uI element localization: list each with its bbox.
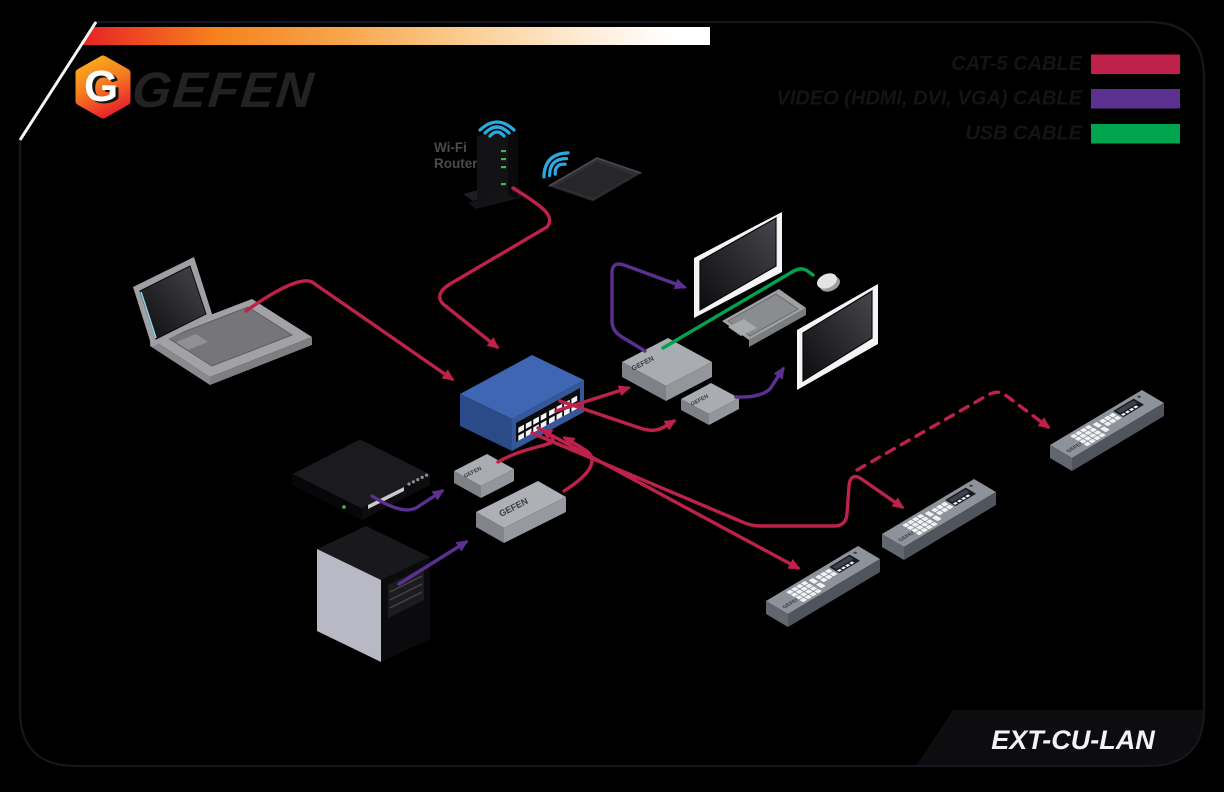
wifi-router-label-line2: Router xyxy=(434,156,478,171)
mouse xyxy=(816,273,841,292)
gefen-badge-letter: G xyxy=(84,62,118,111)
gefen-badge-letter-shadow: G xyxy=(87,64,121,113)
cable-laptop-to-switch xyxy=(244,279,455,381)
cable-switch-to-keypad2 xyxy=(530,431,905,528)
legend-swatch-usb xyxy=(1091,124,1180,144)
tablet xyxy=(547,157,643,202)
product-label-tab xyxy=(916,710,1204,766)
wifi-router-label-line1: Wi-Fi xyxy=(434,140,467,155)
cable-keypad2-to-keypad3-dashed xyxy=(855,390,1051,472)
gefen-wordmark: GEFEN xyxy=(130,62,318,118)
gefen-badge-icon xyxy=(75,55,131,119)
player-led xyxy=(342,505,346,509)
laptop xyxy=(133,257,312,385)
accent-gradient-bar xyxy=(77,27,710,45)
product-model-label: EXT-CU-LAN xyxy=(991,725,1155,755)
cable-receiver2-to-display2 xyxy=(734,366,785,399)
disc-tray xyxy=(368,487,404,509)
keyboard xyxy=(722,289,806,347)
cable-sender2-to-switch xyxy=(562,436,594,493)
receiver-box-1: GEFEN xyxy=(622,338,712,401)
legend-label-cat5: CAT-5 CABLE xyxy=(951,53,1082,75)
wifi-router: Wi-Fi Router xyxy=(434,128,523,209)
gefen-logo: G G GEFEN xyxy=(75,55,318,119)
legend-swatch-video xyxy=(1091,89,1180,109)
display-2 xyxy=(797,284,878,390)
wifi-signal-icon-2 xyxy=(542,151,570,179)
laptop-trackpad xyxy=(176,334,208,350)
player-buttons xyxy=(407,473,429,486)
legend-swatch-cat5 xyxy=(1091,54,1180,74)
legend: CAT-5 CABLE VIDEO (HDMI, DVI, VGA) CABLE… xyxy=(776,53,1180,145)
network-switch xyxy=(460,355,584,451)
cable-sender1-to-switch xyxy=(496,428,555,464)
display-1 xyxy=(694,212,782,318)
laptop-keyboard-area xyxy=(166,306,294,367)
cable-switch-to-receiver1 xyxy=(554,385,631,413)
cable-receiver1-to-display1 xyxy=(610,262,687,353)
cable-router-to-switch xyxy=(438,186,552,349)
cable-switch-to-keypad1 xyxy=(536,426,801,570)
cable-tower-to-sender2 xyxy=(397,540,469,586)
sender-box-2: GEFEN xyxy=(476,481,566,543)
legend-label-usb: USB CABLE xyxy=(965,123,1082,145)
wifi-signal-icon xyxy=(478,120,516,138)
sender-box-1: GEFEN xyxy=(454,454,514,498)
cables xyxy=(244,186,1051,586)
router-led-lights xyxy=(501,150,506,186)
legend-label-video: VIDEO (HDMI, DVI, VGA) CABLE xyxy=(776,88,1082,110)
receiver-box-2: GEFEN xyxy=(681,383,739,425)
corner-accent-line xyxy=(18,21,98,141)
cable-player-to-sender1 xyxy=(370,489,445,512)
cable-receiver1-to-mouse xyxy=(661,267,815,350)
media-player xyxy=(290,438,432,520)
cable-switch-to-receiver2 xyxy=(558,399,677,432)
computer-tower xyxy=(317,526,430,662)
